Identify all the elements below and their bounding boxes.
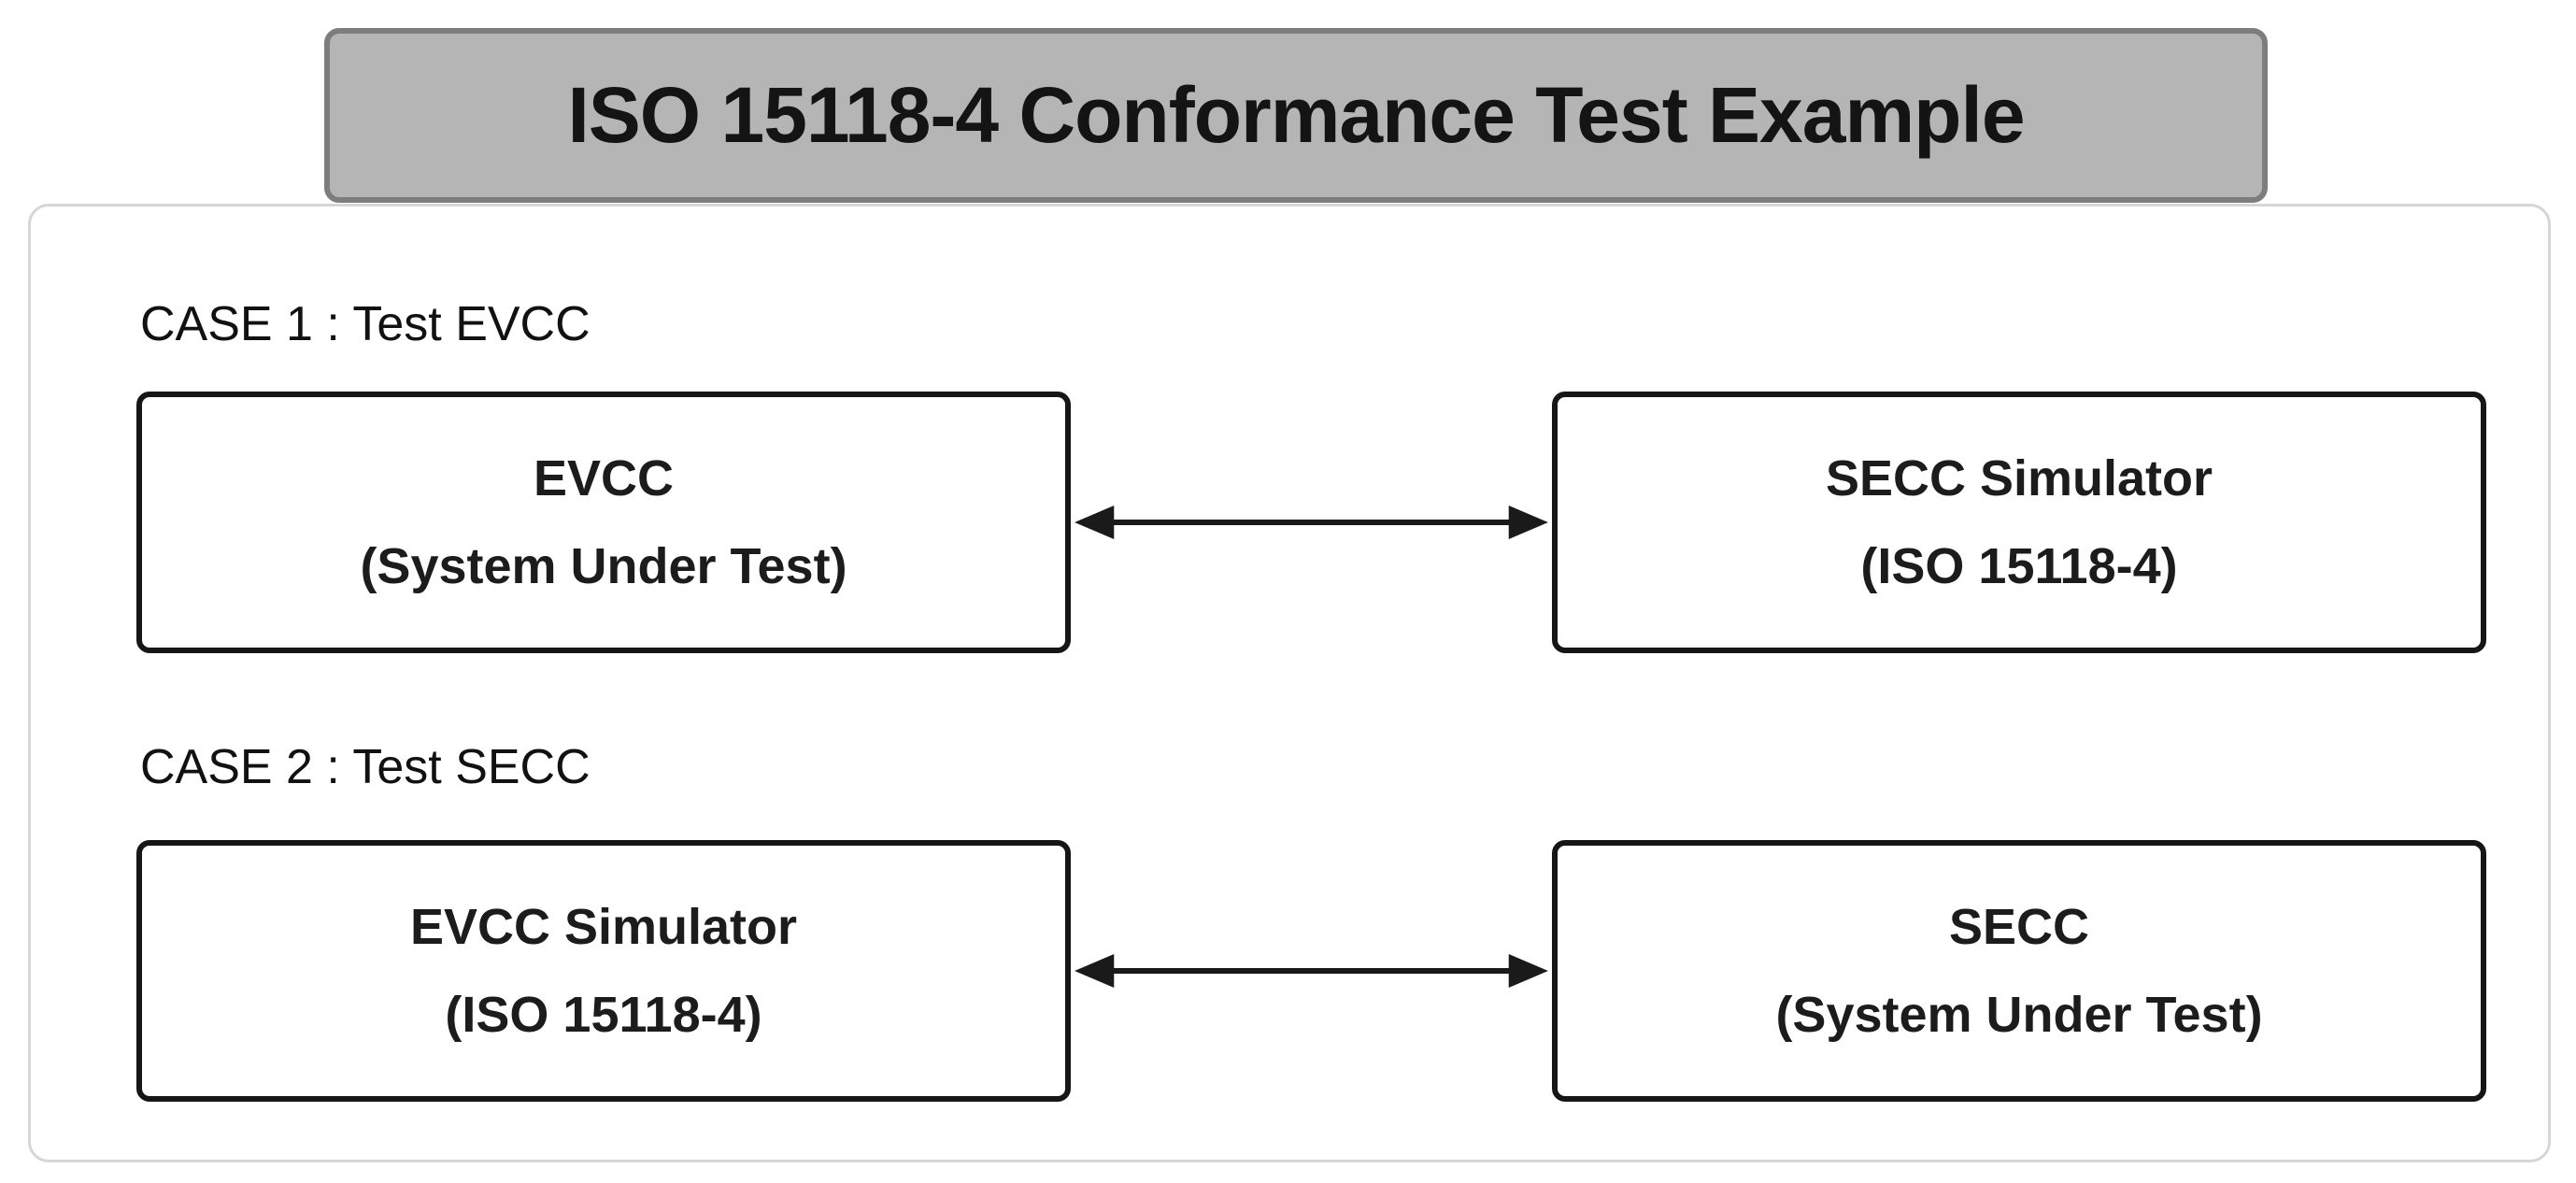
double-headed-arrow-icon [1075,506,1548,539]
test-cases-panel: CASE 1 : Test EVCC EVCC (System Under Te… [28,204,2551,1162]
box-subtitle: (System Under Test) [1775,987,2263,1043]
evcc-simulator-box: EVCC Simulator (ISO 15118-4) [136,840,1071,1102]
case-2-label: CASE 2 : Test SECC [140,740,591,794]
case-2-row: EVCC Simulator (ISO 15118-4) SECC (Syste… [136,840,2486,1102]
box-subtitle: (ISO 15118-4) [445,987,762,1043]
diagram-title: ISO 15118-4 Conformance Test Example [567,71,2025,159]
box-subtitle: (System Under Test) [360,538,847,594]
box-title: EVCC [533,450,675,506]
box-title: EVCC Simulator [409,899,798,955]
double-headed-arrow-icon [1075,954,1548,988]
secc-system-under-test-box: SECC (System Under Test) [1552,840,2486,1102]
box-title: SECC Simulator [1825,450,2213,506]
box-title: SECC [1948,899,2090,955]
evcc-system-under-test-box: EVCC (System Under Test) [136,392,1071,653]
secc-simulator-box: SECC Simulator (ISO 15118-4) [1552,392,2486,653]
box-subtitle: (ISO 15118-4) [1860,538,2178,594]
case-1-label: CASE 1 : Test EVCC [140,297,591,351]
case-1-row: EVCC (System Under Test) SECC Simulator … [136,392,2486,653]
diagram-title-box: ISO 15118-4 Conformance Test Example [324,28,2268,203]
